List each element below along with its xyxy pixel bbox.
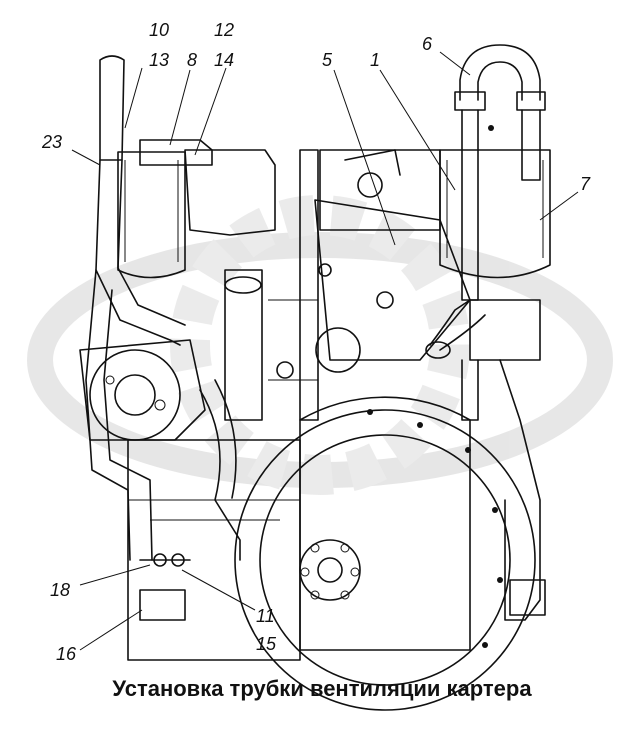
right-filter-housing — [319, 149, 551, 279]
callout-5: 5 — [322, 50, 333, 70]
callout-7: 7 — [580, 174, 591, 194]
callout-16: 16 — [56, 644, 77, 664]
callout-14: 14 — [214, 50, 234, 70]
left-lower-block — [127, 439, 301, 661]
callout-11: 11 — [256, 606, 275, 626]
callout-18: 18 — [50, 580, 70, 600]
callout-10: 10 — [149, 20, 169, 40]
flywheel — [234, 396, 536, 711]
callout-labels: 10 13 8 12 14 5 1 6 7 23 18 16 11 15 — [41, 20, 591, 664]
centre-cover — [268, 149, 319, 421]
callout-8: 8 — [187, 50, 197, 70]
figure-caption: Установка трубки вентиляции картера — [112, 676, 532, 701]
vent-tube-left — [85, 55, 186, 561]
leader-lines — [71, 51, 579, 651]
callout-13: 13 — [149, 50, 169, 70]
callout-15: 15 — [256, 634, 277, 654]
callout-1: 1 — [370, 50, 380, 70]
callout-12: 12 — [214, 20, 234, 40]
callout-6: 6 — [422, 34, 433, 54]
left-filter-housing — [117, 139, 276, 279]
callout-23: 23 — [41, 132, 62, 152]
